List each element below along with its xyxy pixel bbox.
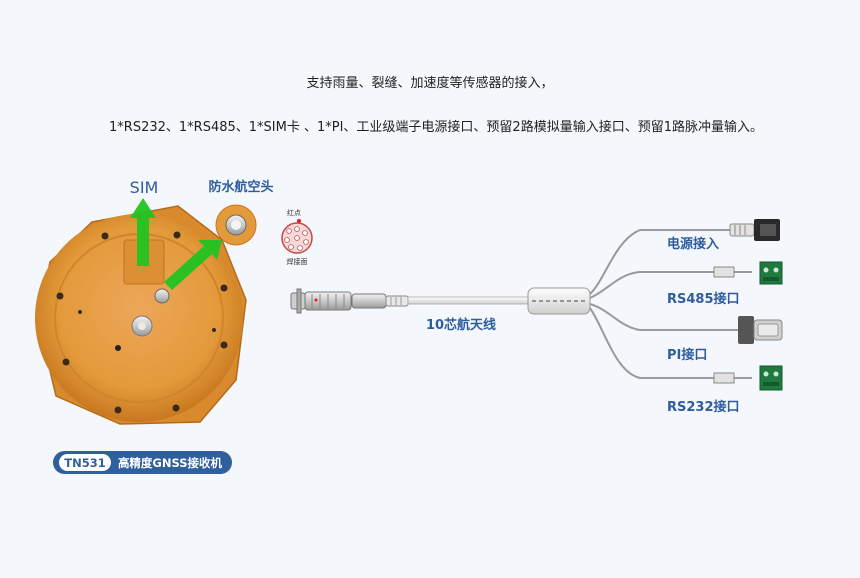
branch-label-rs232: RS232接口 — [667, 399, 740, 415]
aviation-port — [154, 288, 170, 304]
branch-label-power: 电源接入 — [667, 236, 719, 252]
pi-db9-connector — [738, 316, 783, 344]
intro-line-1: 支持雨量、裂缝、加速度等传感器的接入， — [306, 76, 554, 91]
model-badge: TN531 高精度GNSS接收机 — [53, 451, 232, 474]
cable-assembly — [290, 219, 783, 391]
badge-description: 高精度GNSS接收机 — [118, 456, 223, 470]
aviation-connector-zoom — [215, 204, 257, 246]
branch-label-rs485: RS485接口 — [667, 291, 740, 307]
pin-diagram-top-label: 红点 — [287, 208, 301, 217]
power-dc-connector — [729, 219, 780, 241]
branch-label-pi: PI接口 — [667, 347, 707, 363]
sim-label: SIM — [130, 178, 159, 197]
cable-plug-sleeve — [351, 293, 387, 309]
aviation-label: 防水航空头 — [208, 179, 273, 195]
cable-splitter — [527, 287, 591, 315]
receiver-device — [35, 198, 247, 425]
cable-label: 10芯航天线 — [426, 317, 496, 333]
pin-diagram: 红点 焊接面 — [281, 208, 313, 266]
sim-arrow — [130, 198, 156, 266]
main-cable — [407, 296, 531, 305]
badge-model: TN531 — [64, 456, 105, 470]
pin-diagram-bottom-label: 焊接面 — [287, 257, 308, 266]
rs232-terminal — [713, 365, 783, 391]
intro-line-2: 1*RS232、1*RS485、1*SIM卡 、1*PI、工业级端子电源接口、预… — [109, 120, 763, 135]
rs485-terminal — [713, 261, 783, 285]
aviation-arrow — [164, 240, 222, 290]
